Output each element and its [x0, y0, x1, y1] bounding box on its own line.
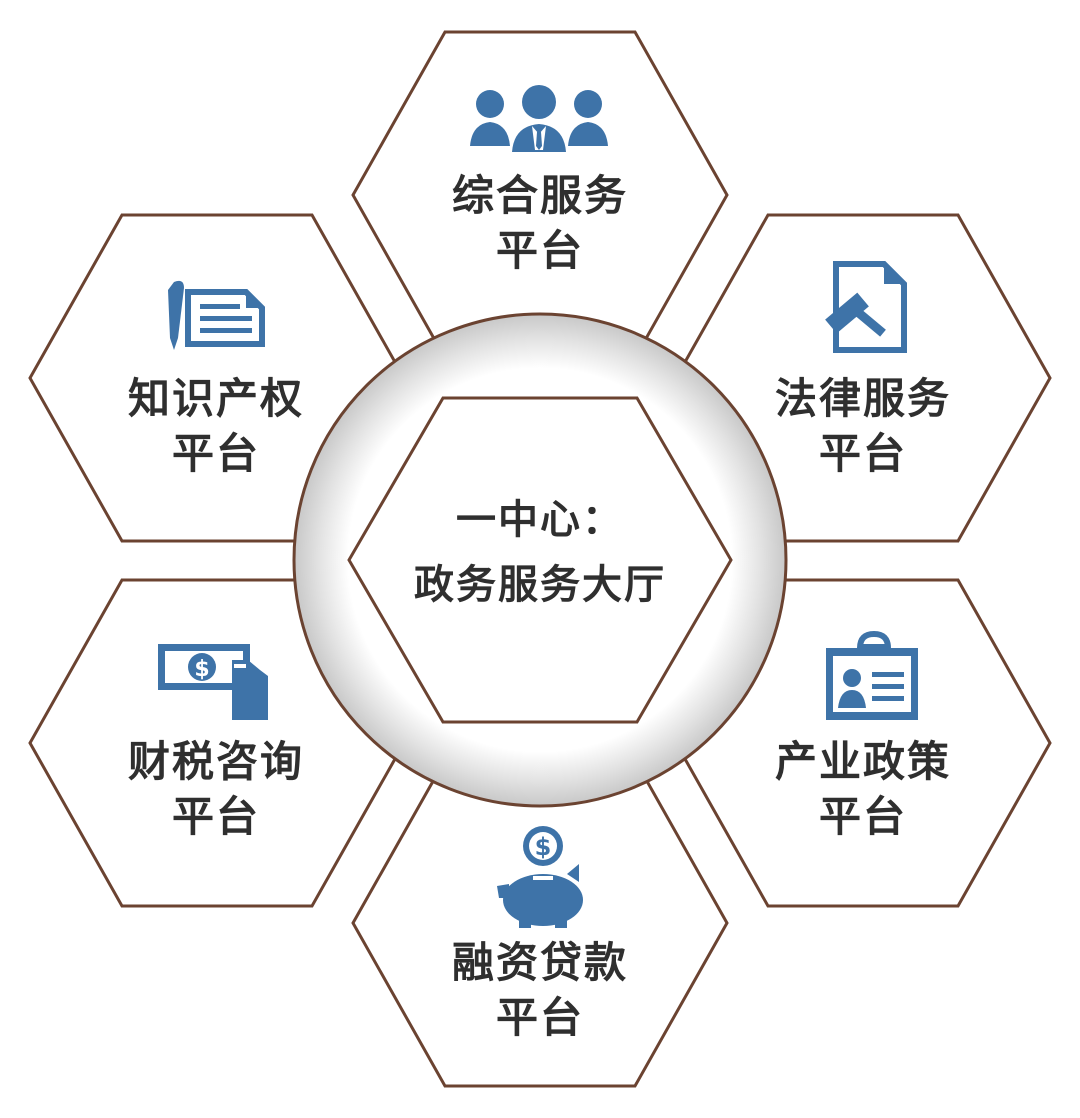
label-loan-line1: 融资贷款	[452, 938, 628, 987]
label-tax-line1: 财税咨询	[128, 737, 304, 786]
gavel-document-icon	[825, 261, 907, 353]
center-hex-shape	[347, 396, 733, 724]
label-policy-line1: 产业政策	[775, 737, 951, 786]
label-policy-line2: 平台	[819, 792, 907, 841]
piggy-bank-icon: $	[497, 826, 583, 928]
label-general-line2: 平台	[496, 226, 584, 275]
label-loan: 融资贷款 平台	[452, 938, 628, 1042]
label-ip: 知识产权 平台	[128, 374, 304, 478]
svg-text:$: $	[194, 657, 209, 682]
center-label: 一中心： 政务服务大厅	[414, 497, 666, 608]
id-badge-icon	[826, 630, 918, 720]
label-legal-line1: 法律服务	[775, 374, 951, 423]
label-ip-line2: 平台	[172, 429, 260, 478]
label-policy: 产业政策 平台	[775, 737, 951, 841]
people-group-icon	[470, 85, 608, 152]
svg-text:$: $	[535, 833, 552, 861]
pen-document-icon	[168, 280, 265, 350]
money-hand-icon: $	[158, 644, 268, 720]
label-ip-line1: 知识产权	[128, 374, 304, 423]
label-general: 综合服务 平台	[452, 171, 628, 275]
label-loan-line2: 平台	[496, 993, 584, 1042]
label-tax-line2: 平台	[172, 792, 260, 841]
label-general-line1: 综合服务	[452, 171, 628, 220]
label-tax: 财税咨询 平台	[128, 737, 304, 841]
center-label-line2: 政务服务大厅	[414, 562, 666, 608]
center-label-line1: 一中心：	[456, 497, 624, 543]
label-legal-line2: 平台	[819, 429, 907, 478]
label-legal: 法律服务 平台	[775, 374, 951, 478]
